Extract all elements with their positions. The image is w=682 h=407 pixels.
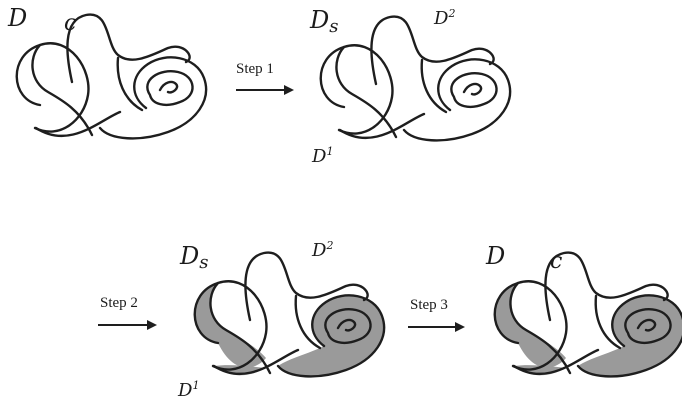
panel-shaded-original-diagram: D c [485, 242, 682, 378]
panel-original-diagram: D c [7, 4, 208, 140]
checkerboard-shading-final [494, 283, 682, 377]
label-crossing-c: c [64, 11, 76, 36]
label-crossing-c-shaded: c [550, 249, 562, 274]
step-1-arrow: Step 1 [236, 61, 294, 95]
label-d: D [7, 4, 27, 32]
knot-diagram-d [15, 13, 208, 140]
label-d1-shaded: D1 [177, 379, 199, 401]
step-1-label: Step 1 [236, 61, 274, 77]
panel-split-diagram: Ds D2 D1 [309, 6, 512, 167]
label-d1: D1 [311, 145, 333, 167]
label-d2-shaded: D2 [311, 239, 333, 261]
label-d2: D2 [433, 7, 455, 29]
step-3-label: Step 3 [410, 297, 448, 313]
step-3-arrow: Step 3 [408, 297, 465, 332]
step-2-arrow: Step 2 [98, 295, 157, 330]
label-d-shaded: D [485, 242, 505, 270]
label-ds-shaded: Ds [179, 242, 209, 273]
label-ds: Ds [309, 6, 339, 37]
knot-diagram-ds [319, 15, 512, 142]
step-2-label: Step 2 [100, 295, 138, 311]
panel-shaded-split-diagram: Ds D2 D1 [177, 239, 386, 401]
